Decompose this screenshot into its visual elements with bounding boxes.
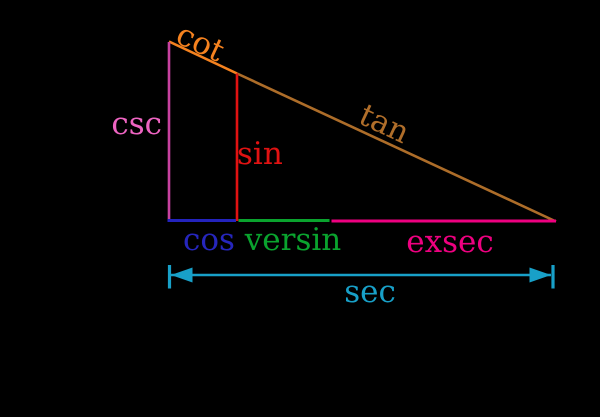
label-versin: versin xyxy=(244,222,342,258)
sec-dimension-arrow xyxy=(167,265,555,289)
label-exsec: exsec xyxy=(406,224,493,260)
sec-arrow-right-head-icon xyxy=(529,267,551,283)
label-tan: tan xyxy=(354,97,415,151)
cot-segment xyxy=(168,40,238,75)
label-csc: csc xyxy=(111,106,162,142)
label-cos: cos xyxy=(183,222,235,258)
sec-arrow-left-head-icon xyxy=(171,267,193,283)
tan-segment xyxy=(236,72,557,223)
label-sec: sec xyxy=(344,274,396,310)
label-sin: sin xyxy=(237,136,283,172)
label-cot: cot xyxy=(171,16,231,69)
